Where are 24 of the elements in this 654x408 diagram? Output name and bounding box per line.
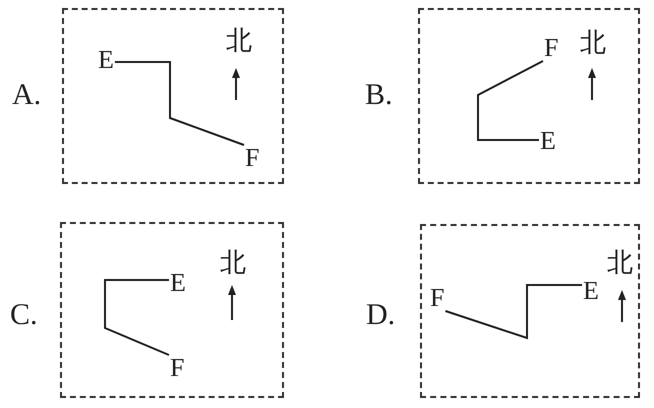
- option-letter: B.: [365, 80, 393, 110]
- north-label: 北: [226, 28, 252, 54]
- north-label: 北: [220, 250, 246, 276]
- north-label: 北: [580, 30, 606, 56]
- point-label: E: [170, 270, 186, 296]
- option-letter: D.: [366, 300, 396, 330]
- option-letter: A.: [12, 80, 42, 110]
- point-label: E: [540, 128, 556, 154]
- dashed-frame: [420, 224, 640, 398]
- option-letter: C.: [10, 300, 38, 330]
- dashed-frame: [60, 222, 284, 398]
- dashed-frame: [62, 8, 284, 184]
- point-label: E: [98, 47, 114, 73]
- point-label: F: [544, 35, 558, 61]
- dashed-frame: [418, 8, 640, 184]
- route-line: [114, 61, 244, 146]
- point-label: F: [170, 355, 184, 381]
- route-line: [445, 284, 582, 340]
- point-label: E: [583, 278, 599, 304]
- route-line: [104, 279, 170, 356]
- point-label: F: [430, 285, 444, 311]
- point-label: F: [245, 145, 260, 171]
- north-label: 北: [607, 250, 633, 276]
- route-line: [477, 60, 544, 141]
